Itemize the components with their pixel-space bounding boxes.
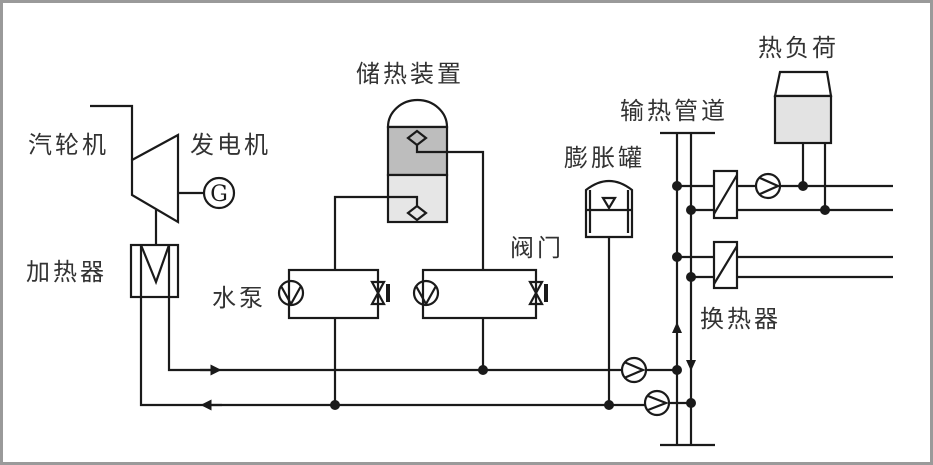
heater [129, 243, 645, 407]
generator: G [178, 176, 236, 210]
pump-loop-left [277, 268, 390, 410]
pump-loop-right [412, 268, 548, 375]
circulation-pump-supply [620, 356, 682, 384]
label-heat-exchanger: 换热器 [700, 305, 781, 333]
label-turbine: 汽轮机 [28, 131, 109, 159]
heat-load [773, 70, 833, 215]
label-pipeline: 输热管道 [620, 97, 728, 125]
label-generator: 发电机 [190, 131, 271, 159]
label-expansion-tank: 膨胀罐 [564, 144, 645, 172]
label-water-pump: 水泵 [212, 284, 266, 312]
label-valve: 阀门 [510, 234, 564, 262]
generator-symbol: G [210, 182, 228, 207]
expansion-tank [584, 179, 634, 410]
label-heater: 加热器 [26, 258, 107, 286]
heat-exchanger-1 [672, 169, 893, 220]
label-heat-load: 热负荷 [758, 34, 839, 62]
heat-exchanger-2 [672, 240, 893, 290]
storage-tank [333, 98, 485, 270]
label-storage: 储热装置 [356, 60, 464, 88]
turbine [90, 104, 180, 245]
circulation-pump-return [643, 389, 696, 417]
